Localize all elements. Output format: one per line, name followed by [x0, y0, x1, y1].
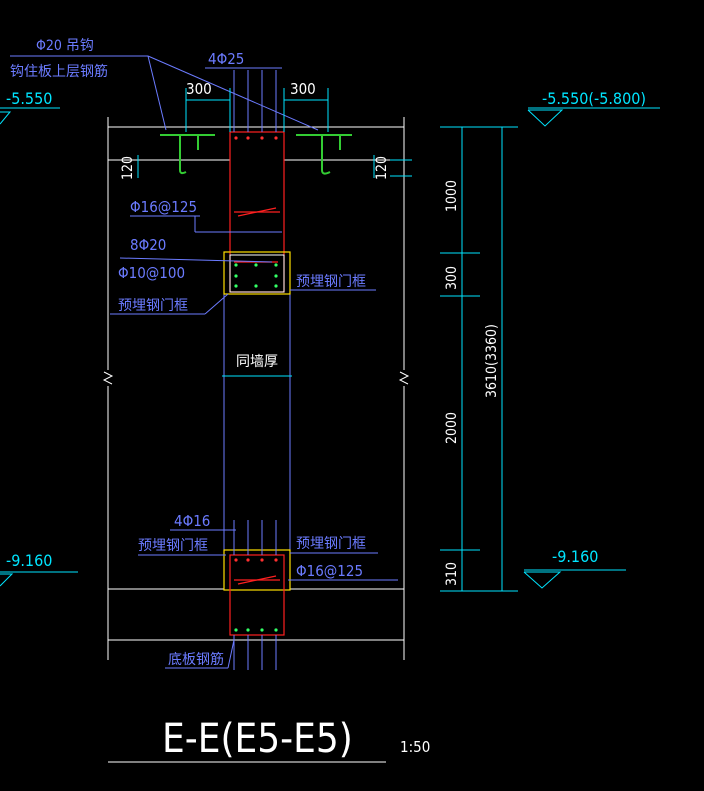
- label-stirrup-lower: Φ16@125: [296, 562, 363, 580]
- label-embed-frame-right-lower: 预埋钢门框: [296, 536, 366, 552]
- elev-bottom-left: -9.160: [6, 551, 52, 570]
- leader-lines: [10, 55, 398, 669]
- dim-310: 310: [444, 562, 460, 586]
- lifting-hooks: [160, 134, 352, 175]
- label-dim-120-right: 120: [374, 156, 390, 180]
- label-stirrup-upper: Φ16@125: [130, 198, 197, 216]
- label-top-bars: 4Φ25: [208, 50, 244, 68]
- dim-total: 3610(3360): [484, 324, 500, 398]
- label-dim-120-left: 120: [120, 156, 136, 180]
- elev-top-left: -5.550: [6, 89, 52, 108]
- label-slab-bars: 底板钢筋: [168, 651, 224, 668]
- elev-bottom-right: -9.160: [552, 547, 598, 566]
- label-same-wall: 同墙厚: [236, 354, 278, 370]
- dim-300: 300: [444, 266, 460, 290]
- label-embed-frame-left-upper: 预埋钢门框: [118, 298, 188, 314]
- label-hook-note: 钩住板上层钢筋: [10, 63, 108, 80]
- label-bottom-bars: 4Φ16: [174, 512, 210, 530]
- annotations: Φ20 吊钩 钩住板上层钢筋 4Φ25 300 300 120 120 Φ16@…: [6, 38, 646, 762]
- dim-1000: 1000: [444, 180, 460, 212]
- label-bars-8: 8Φ20: [130, 236, 166, 254]
- dimension-lines: [0, 88, 660, 592]
- lower-beam-cage: [223, 520, 291, 670]
- wall-lines: [223, 292, 291, 550]
- elev-top-right: -5.550(-5.800): [542, 89, 646, 108]
- label-dim-300-right: 300: [290, 80, 316, 98]
- dim-2000: 2000: [444, 412, 460, 444]
- label-dim-300-left: 300: [186, 80, 212, 98]
- label-hook: Φ20 吊钩: [36, 38, 94, 54]
- drawing-scale: 1:50: [400, 738, 430, 756]
- label-stirrup-10: Φ10@100: [118, 264, 185, 282]
- drawing-title: E-E(E5-E5): [162, 716, 353, 762]
- label-embed-frame-left-lower: 预埋钢门框: [138, 538, 208, 554]
- label-embed-frame-right-upper: 预埋钢门框: [296, 274, 366, 290]
